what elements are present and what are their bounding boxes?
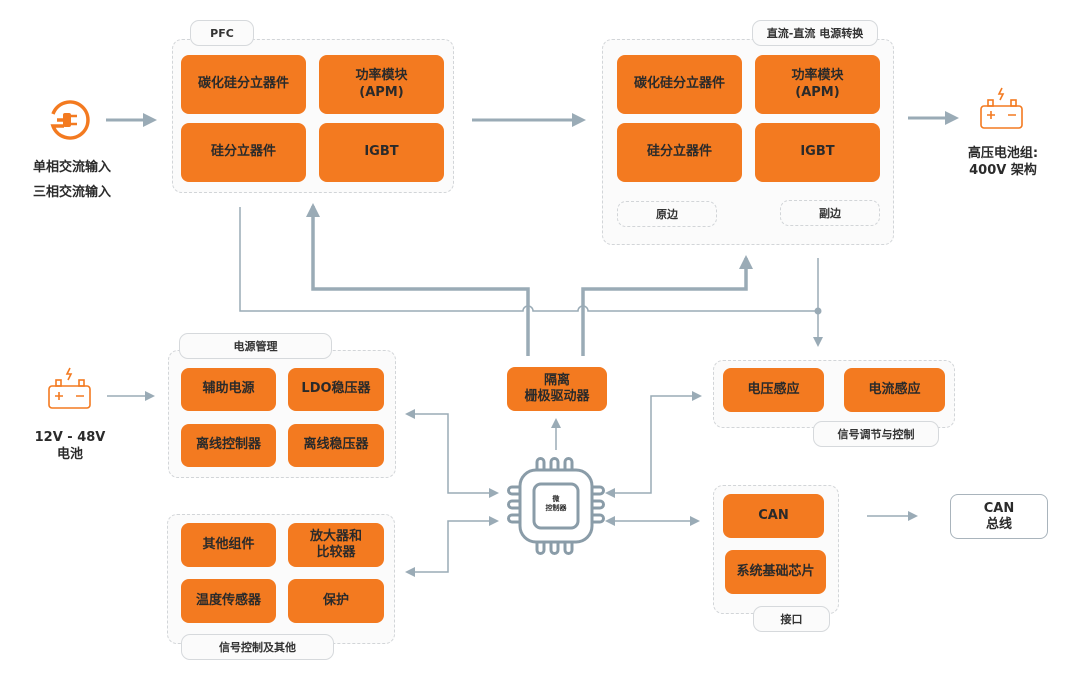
- pm-offline-regulator: 离线稳压器: [288, 424, 384, 467]
- power-mgmt-title: 电源管理: [179, 333, 332, 359]
- dcdc-si-discrete: 硅分立器件: [617, 123, 742, 182]
- can-bus: CAN 总线: [950, 494, 1048, 539]
- dcdc-primary-side: 原边: [617, 201, 717, 227]
- sensing-title: 信号调节与控制: [813, 421, 939, 447]
- pm-offline-controller: 离线控制器: [181, 424, 276, 467]
- hv-battery-label: 高压电池组: 400V 架构: [967, 146, 1039, 178]
- hv-battery-icon: [980, 87, 1023, 129]
- microcontroller-chip-icon: [507, 457, 605, 555]
- dcdc-sic-discrete: 碳化硅分立器件: [617, 55, 742, 114]
- sig-temp-sensor: 温度传感器: [181, 579, 276, 623]
- dcdc-secondary-side: 副边: [780, 200, 880, 226]
- ac-input-label-single: 单相交流输入: [32, 160, 111, 175]
- signal-other-title: 信号控制及其他: [181, 634, 334, 660]
- voltage-sensing: 电压感应: [723, 368, 824, 412]
- ac-input-label-three: 三相交流输入: [32, 185, 111, 200]
- arrow-driver-to-pfc: [306, 203, 530, 356]
- pfc-si-discrete: 硅分立器件: [181, 123, 306, 182]
- dcdc-title: 直流-直流 电源转换: [752, 20, 878, 46]
- isolated-gate-driver: 隔离 栅极驱动器: [507, 367, 607, 411]
- sig-other-components: 其他组件: [181, 523, 276, 567]
- pm-ldo-regulator: LDO稳压器: [288, 368, 384, 411]
- pfc-power-module: 功率模块 (APM): [319, 55, 444, 114]
- dcdc-power-module: 功率模块 (APM): [755, 55, 880, 114]
- arrow-mcu-sensing: [605, 391, 702, 498]
- pfc-title: PFC: [190, 20, 254, 46]
- pfc-igbt: IGBT: [319, 123, 444, 182]
- pm-aux-power: 辅助电源: [181, 368, 276, 411]
- arrow-mcu-pm: [405, 409, 499, 498]
- sig-amp-comparator: 放大器和 比较器: [288, 523, 384, 567]
- lv-battery-icon: [48, 367, 91, 409]
- interface-title: 接口: [753, 606, 830, 632]
- pfc-sic-discrete: 碳化硅分立器件: [181, 55, 306, 114]
- junction-dot: [814, 307, 822, 315]
- arrow-driver-to-dcdc: [581, 255, 753, 356]
- dcdc-igbt: IGBT: [755, 123, 880, 182]
- lv-battery-label: 12V - 48V 电池: [34, 430, 106, 462]
- interface-can: CAN: [723, 494, 824, 538]
- arrow-mcu-signal: [405, 516, 499, 577]
- mcu-label: 微 控制器: [545, 495, 567, 513]
- current-sensing: 电流感应: [844, 368, 945, 412]
- feedback-line: [239, 207, 818, 312]
- ac-plug-icon: [50, 100, 90, 140]
- interface-sbc: 系统基础芯片: [725, 550, 826, 594]
- sig-protection: 保护: [288, 579, 384, 623]
